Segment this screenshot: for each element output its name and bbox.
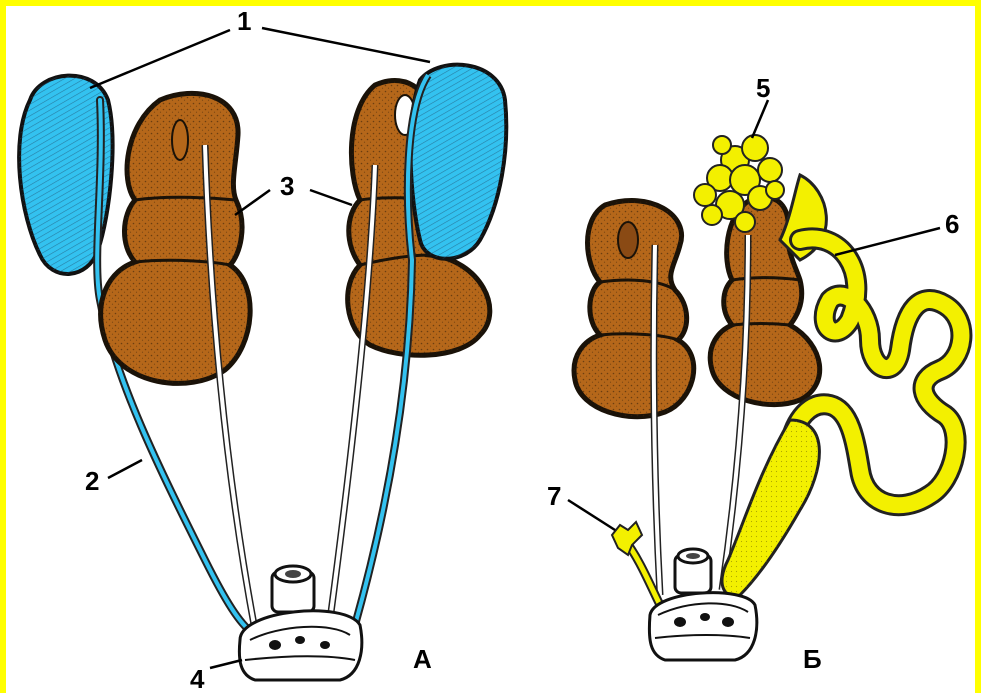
label-5: 5 — [756, 73, 770, 103]
label-panel-a: А — [413, 644, 432, 674]
left-kidney-a — [101, 93, 250, 383]
frame-left — [0, 0, 6, 693]
rudimentary-oviduct — [612, 522, 660, 605]
right-testis — [411, 65, 507, 259]
label-2: 2 — [85, 466, 99, 496]
label-4: 4 — [190, 664, 205, 693]
frame-top — [0, 0, 981, 6]
label-6: 6 — [945, 209, 959, 239]
left-kidney-b — [574, 201, 694, 417]
label-1: 1 — [237, 6, 251, 36]
label-panel-b: Б — [803, 644, 822, 674]
frame-right — [975, 0, 981, 693]
cloaca-a — [239, 566, 361, 680]
label-3: 3 — [280, 171, 294, 201]
label-7: 7 — [547, 481, 561, 511]
